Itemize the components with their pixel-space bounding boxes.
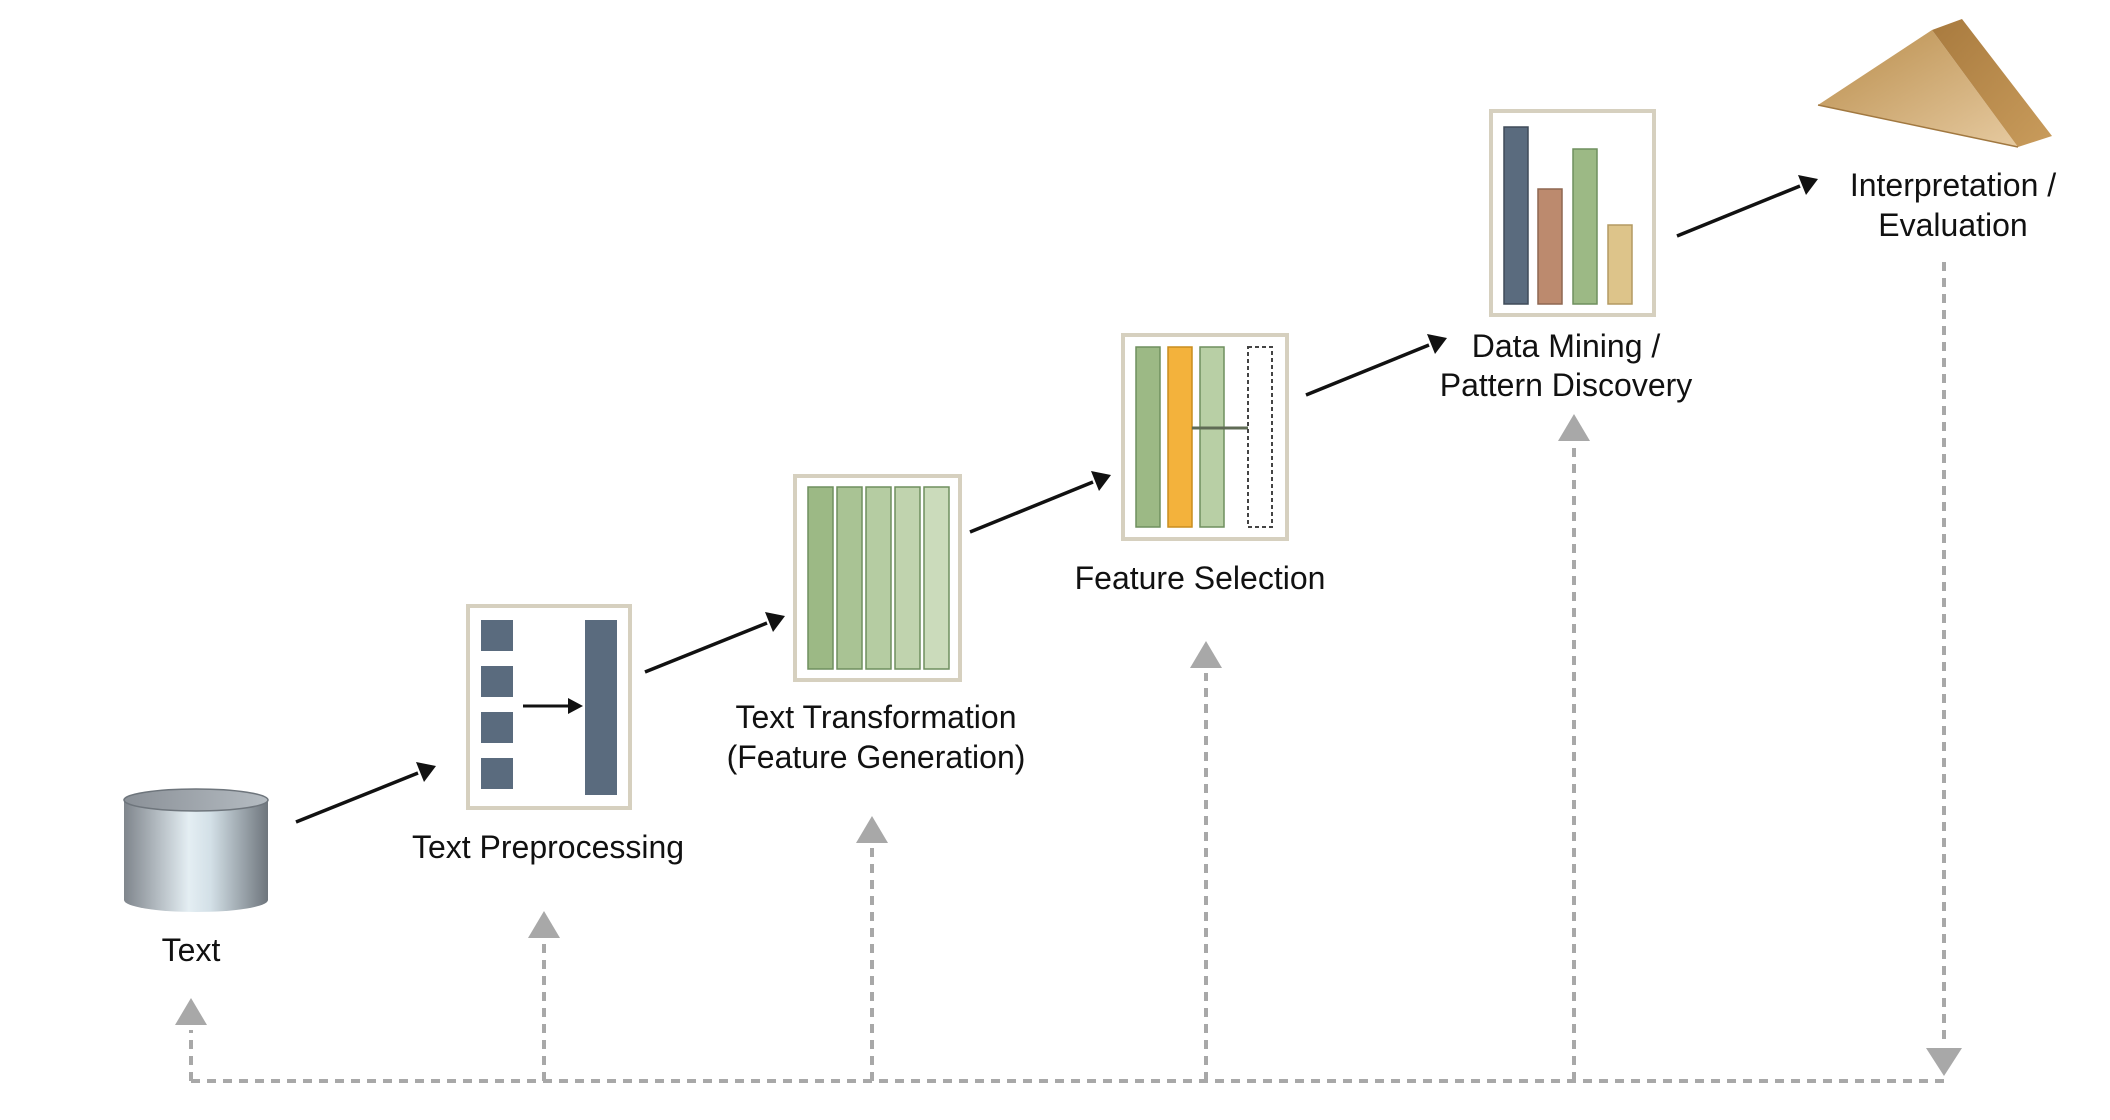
feature-column: [865, 486, 892, 670]
feature-column: [894, 486, 921, 670]
interpretation-pyramid-icon: [1817, 19, 2052, 148]
feature-selection-icon: [1121, 333, 1289, 541]
text-transformation-icon: [793, 474, 962, 682]
feedback-arrowhead-text: [175, 998, 207, 1025]
selected-feature-column: [1135, 346, 1161, 528]
preprocessing-arrow-head: [568, 698, 583, 714]
feature-column: [836, 486, 863, 670]
feedback-loop: [189, 262, 1946, 1083]
text-preprocessing-icon: [466, 604, 632, 810]
label-text-transformation: Text Transformation: [736, 699, 1017, 735]
data-mining-icon: [1489, 109, 1656, 317]
feedback-arrowhead-mining: [1558, 414, 1590, 441]
feedback-arrowhead-selection: [1190, 641, 1222, 668]
arrow-selection-to-mining: [1305, 343, 1430, 397]
selected-feature-column: [1199, 346, 1225, 528]
arrow-head: [416, 762, 436, 782]
preprocessing-output-bar: [585, 620, 617, 795]
arrow-transformation-to-selection: [969, 480, 1094, 534]
process-arrows: [295, 175, 1818, 824]
arrow-mining-to-interpretation: [1676, 184, 1801, 238]
label-evaluation: Evaluation: [1878, 207, 2027, 243]
arrow-head: [1427, 334, 1447, 354]
feedback-arrowheads: [175, 414, 1962, 1076]
arrow-head: [1798, 175, 1818, 195]
mining-bar: [1572, 148, 1598, 305]
feedback-arrowhead-preprocessing: [528, 911, 560, 938]
feature-column: [923, 486, 950, 670]
preprocessing-block: [481, 620, 513, 651]
highlighted-feature-column: [1167, 346, 1193, 528]
mining-bar: [1607, 224, 1633, 305]
removed-feature-column: [1247, 346, 1273, 528]
label-text-preprocessing: Text Preprocessing: [412, 829, 684, 865]
label-data-mining: Data Mining /: [1472, 328, 1661, 364]
label-feature-generation: (Feature Generation): [727, 739, 1026, 775]
preprocessing-block: [481, 666, 513, 697]
feedback-arrowhead-transformation: [856, 816, 888, 843]
arrow-text-to-preprocessing: [295, 771, 419, 824]
arrow-preprocessing-to-transformation: [644, 621, 768, 674]
preprocessing-block: [481, 712, 513, 743]
text-database-icon: [123, 788, 269, 912]
preprocessing-block: [481, 758, 513, 789]
label-text: Text: [162, 932, 221, 968]
label-interpretation: Interpretation /: [1850, 167, 2056, 203]
feedback-arrowhead-down: [1926, 1048, 1962, 1076]
mining-bar: [1537, 188, 1563, 305]
stage-labels: Text Text Preprocessing Text Transformat…: [162, 167, 2057, 968]
feature-column: [807, 486, 834, 670]
label-pattern-discovery: Pattern Discovery: [1440, 367, 1693, 403]
arrow-head: [765, 612, 785, 632]
mining-bar: [1503, 126, 1529, 305]
arrow-head: [1091, 471, 1111, 491]
label-feature-selection: Feature Selection: [1075, 560, 1326, 596]
